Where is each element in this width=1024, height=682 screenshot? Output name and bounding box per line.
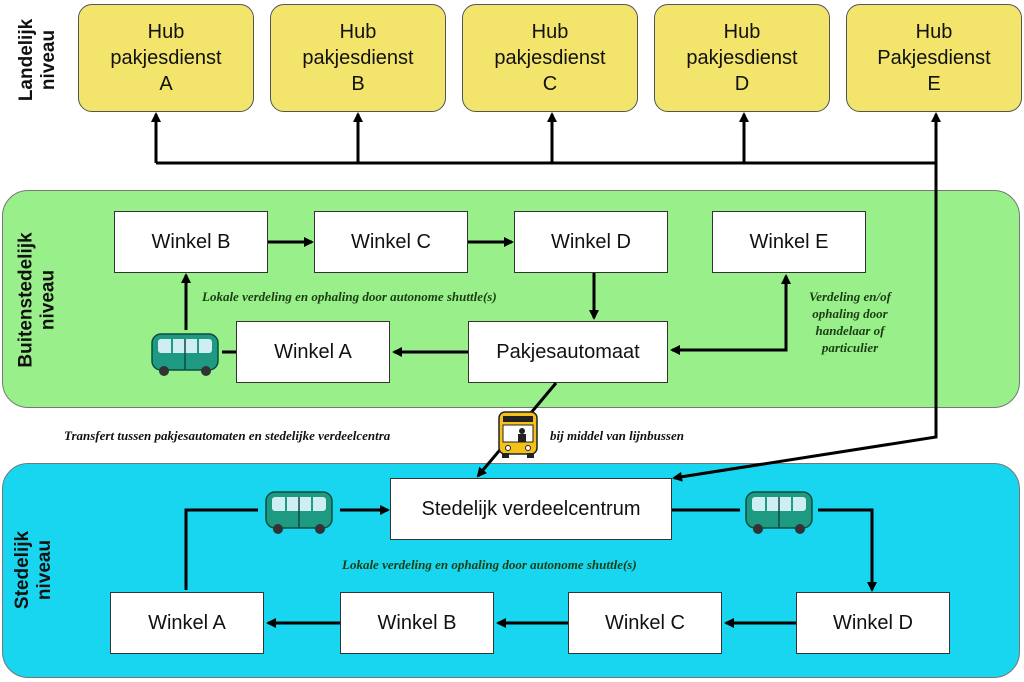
urban-winkel-b: Winkel B <box>340 592 494 654</box>
suburban-winkel-c: Winkel C <box>314 211 468 273</box>
suburban-winkel-a: Winkel A <box>236 321 390 383</box>
shuttle-icon <box>151 333 219 376</box>
handelaar-note: Verdeling en/of ophaling door handelaar … <box>809 289 891 355</box>
urban-winkel-d: Winkel D <box>796 592 950 654</box>
hub-b: Hub pakjesdienst B <box>270 4 446 112</box>
hub-a: Hub pakjesdienst A <box>78 4 254 112</box>
transfer-note-right: bij middel van lijnbussen <box>550 428 684 443</box>
urban-shuttle-note: Lokale verdeling en ophaling door autono… <box>342 557 637 572</box>
pakjesautomaat: Pakjesautomaat <box>468 321 668 383</box>
hub-d: Hub pakjesdienst D <box>654 4 830 112</box>
shuttle-icon <box>745 491 813 534</box>
stedelijk-verdeelcentrum: Stedelijk verdeelcentrum <box>390 478 672 540</box>
urban-winkel-a: Winkel A <box>110 592 264 654</box>
urban-winkel-c: Winkel C <box>568 592 722 654</box>
suburban-winkel-e: Winkel E <box>712 211 866 273</box>
suburban-winkel-d: Winkel D <box>514 211 668 273</box>
shuttle-icon <box>265 491 333 534</box>
hub-e: Hub Pakjesdienst E <box>846 4 1022 112</box>
suburban-winkel-b: Winkel B <box>114 211 268 273</box>
hub-c: Hub pakjesdienst C <box>462 4 638 112</box>
suburban-shuttle-note: Lokale verdeling en ophaling door autono… <box>202 289 497 304</box>
bus-icon <box>498 411 538 458</box>
transfer-note-left: Transfert tussen pakjesautomaten en sted… <box>64 428 391 443</box>
